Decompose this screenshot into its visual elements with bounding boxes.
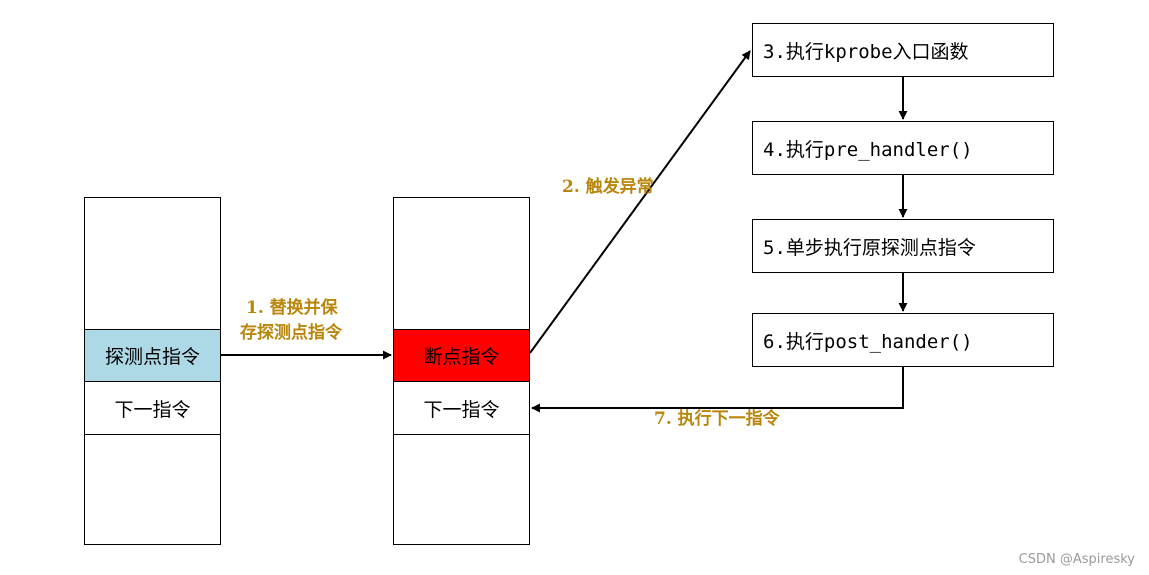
breakpoint-instruction-cell: 断点指令 [394, 329, 529, 382]
step-3-label: 3.执行kprobe入口函数 [763, 40, 969, 63]
probe-instruction-cell: 探测点指令 [85, 329, 220, 382]
step-5-label: 5.单步执行原探测点指令 [763, 236, 976, 259]
step-1-label-line2: 存探测点指令 [240, 323, 342, 343]
watermark: CSDN @Aspiresky [1018, 552, 1135, 567]
original-instruction-column: 探测点指令 下一指令 [84, 197, 221, 545]
step-4-box: 4.执行pre_handler() [752, 121, 1054, 175]
step-6-box: 6.执行post_hander() [752, 313, 1054, 367]
step-1-label-line1: 1. 替换并保 [246, 298, 338, 318]
next-instruction-cell-original: 下一指令 [85, 382, 220, 435]
step-5-box: 5.单步执行原探测点指令 [752, 219, 1054, 273]
modified-instruction-column: 断点指令 下一指令 [393, 197, 530, 545]
step-2-label: 2. 触发异常 [562, 177, 654, 197]
arrow-trigger-exception [529, 50, 751, 354]
next-instruction-label-original: 下一指令 [114, 398, 191, 421]
arrow-execute-next [531, 367, 904, 413]
next-instruction-cell-modified: 下一指令 [394, 382, 529, 435]
breakpoint-instruction-label: 断点指令 [423, 346, 500, 368]
step-4-label: 4.执行pre_handler() [763, 138, 973, 161]
step-6-label: 6.执行post_hander() [763, 330, 973, 353]
step-7-label: 7. 执行下一指令 [654, 409, 780, 429]
probe-instruction-label: 探测点指令 [104, 346, 200, 368]
step-3-box: 3.执行kprobe入口函数 [752, 23, 1054, 77]
next-instruction-label-modified: 下一指令 [423, 398, 500, 421]
